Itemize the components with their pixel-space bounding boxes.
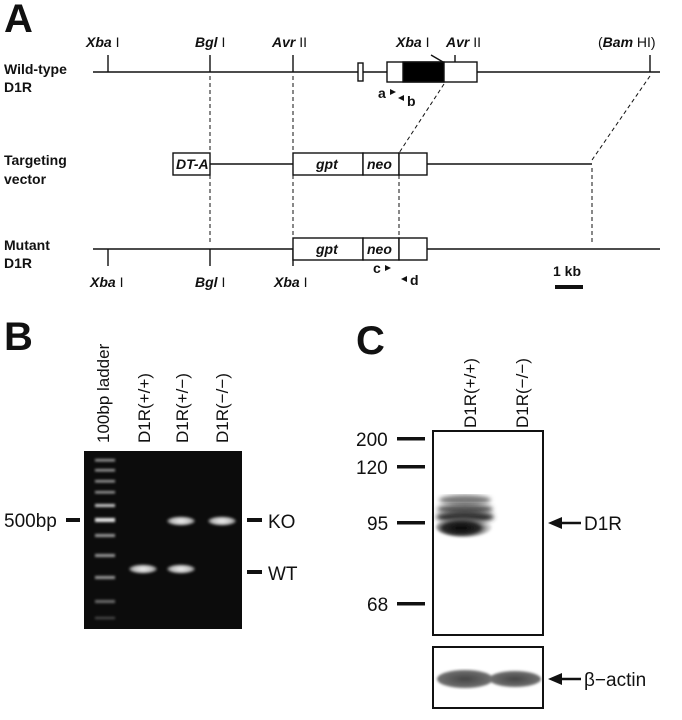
primers-cd: c d: [373, 260, 419, 288]
gpt-label-mut: gpt: [315, 241, 339, 257]
band-ko-lane2: [167, 516, 195, 526]
mw-68: 68: [367, 595, 388, 616]
scale-label: 1 kb: [553, 263, 581, 279]
primer-b-arrow: [398, 95, 404, 101]
dta-box: [172, 152, 211, 176]
row-label-mutant-1: Mutant: [4, 237, 50, 253]
marker-500bp: 500bp: [4, 511, 57, 532]
mw-95: 95: [367, 514, 388, 535]
d1r-band: [436, 495, 494, 537]
extra-box-tv: [398, 152, 428, 176]
site-xba-wt2: Xba I: [395, 34, 429, 50]
row-label-targeting-1: Targeting: [4, 152, 67, 168]
dta-label: DT-A: [176, 156, 209, 172]
panel-a: A Xba I Bgl I Avr II Xba I Avr II (Bam H…: [4, 0, 660, 290]
primer-a: a: [378, 85, 386, 101]
loading-label-actin: β−actin: [584, 670, 646, 691]
actin-bands: [437, 670, 541, 688]
site-bam-wt: (Bam HI): [598, 34, 656, 50]
primer-b: b: [407, 93, 416, 109]
site-xba-wt1: Xba I: [85, 34, 119, 50]
panel-b: B 100bp ladder D1R(+/+) D1R(+/−) D1R(−/−…: [4, 315, 298, 629]
band-label-wt: WT: [268, 564, 298, 585]
lane-label-ladder: 100bp ladder: [94, 343, 113, 443]
wb-lane-label-ko: D1R(−/−): [513, 358, 532, 428]
panel-c-letter: C: [356, 319, 385, 363]
primer-d-arrow: [401, 276, 407, 282]
primers-ab: a b: [378, 85, 416, 109]
panel-b-letter: B: [4, 315, 33, 359]
wt-band-tick: [247, 570, 262, 574]
targeting-vector: [172, 152, 592, 176]
site-xba-mut1: Xba I: [89, 274, 123, 290]
panel-c: C D1R(+/+) D1R(−/−) 200 120 95 68 D1R: [356, 319, 646, 709]
ladder-bands: [95, 459, 115, 619]
gel-bands: [129, 516, 236, 574]
mw-ticks: [397, 437, 425, 606]
band-wt-lane1: [129, 564, 157, 574]
band-label-ko: KO: [268, 512, 295, 533]
lane-label-ko: D1R(−/−): [213, 373, 232, 443]
lane-label-het: D1R(+/−): [173, 373, 192, 443]
primer-d: d: [410, 272, 419, 288]
neo-label-mut: neo: [367, 241, 392, 257]
site-bgl-mut: Bgl I: [195, 274, 225, 290]
neo-label-tv: neo: [367, 156, 392, 172]
site-bgl-wt: Bgl I: [195, 34, 225, 50]
site-avr-wt2: Avr II: [445, 34, 481, 50]
row-label-mutant-2: D1R: [4, 255, 32, 271]
ko-band-tick: [247, 518, 262, 522]
site-xba-mut2: Xba I: [273, 274, 307, 290]
row-label-wildtype-2: D1R: [4, 79, 32, 95]
lane-label-wt: D1R(+/+): [135, 373, 154, 443]
site-avr-wt1: Avr II: [271, 34, 307, 50]
primer-a-arrow: [390, 89, 396, 95]
coding-region: [402, 61, 445, 83]
band-wt-lane2: [167, 564, 195, 574]
row-label-wildtype-1: Wild-type: [4, 61, 67, 77]
marker-500bp-tick: [66, 518, 80, 522]
d1r-arrow-head: [548, 517, 562, 529]
extra-box-mut: [398, 237, 428, 261]
band-ko-lane3: [208, 516, 236, 526]
primer-c: c: [373, 260, 381, 276]
mutant-locus: [93, 237, 660, 266]
gpt-label-tv: gpt: [315, 156, 339, 172]
target-label-d1r: D1R: [584, 514, 622, 535]
wb-lane-label-wt: D1R(+/+): [461, 358, 480, 428]
mw-200: 200: [356, 430, 388, 451]
homology-lines: [209, 75, 651, 245]
primer-c-arrow: [385, 265, 391, 271]
mw-120: 120: [356, 458, 388, 479]
row-label-targeting-2: vector: [4, 171, 47, 187]
exon-1: [357, 62, 364, 82]
actin-arrow-head: [548, 673, 562, 685]
scale-bar: [555, 285, 583, 289]
wildtype-locus: [93, 54, 660, 83]
panel-a-letter: A: [4, 0, 33, 41]
